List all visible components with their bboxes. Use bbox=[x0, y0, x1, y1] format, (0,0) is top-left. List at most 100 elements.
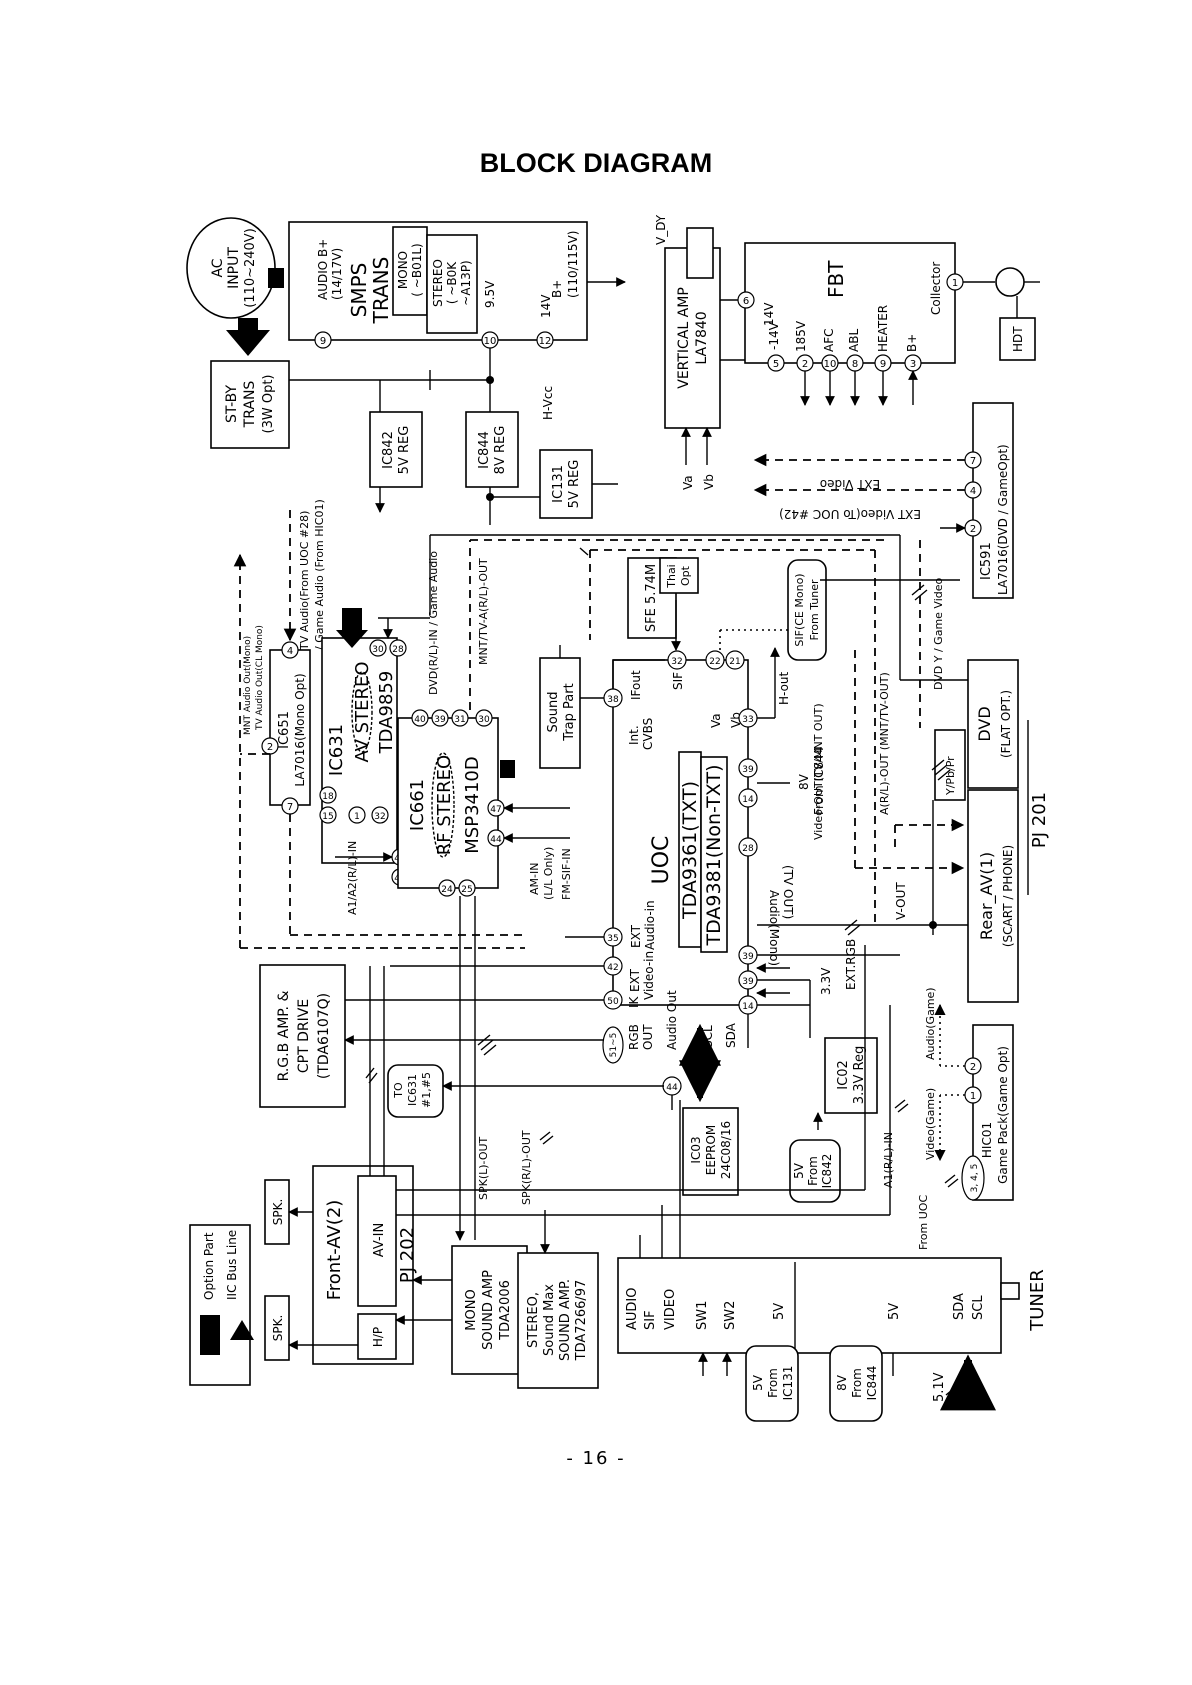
v5-from-ic842: 5V From IC842 bbox=[789, 1139, 841, 1203]
to-ic631: TO IC631 #1,#5 bbox=[387, 1064, 444, 1118]
a-rl-out-label: A(R/L)-OUT (MNT/TV-OUT) bbox=[878, 672, 891, 815]
ic651-label-2: LA7016(Mono Opt) bbox=[293, 673, 307, 786]
mnt-tv-a-label: MNT/TV-A(R/L)-OUT bbox=[477, 558, 490, 665]
mono-sound-amp: MONO SOUND AMP TDA2006 bbox=[451, 1245, 528, 1375]
ic591-label: IC591 bbox=[979, 542, 994, 580]
smps-mono: MONO bbox=[396, 251, 410, 289]
sif-ce-label: SIF(CE Mono) bbox=[793, 573, 806, 646]
svg-text:MONO: MONO bbox=[464, 1289, 479, 1330]
ic131-label: IC131 bbox=[551, 465, 566, 503]
svg-text:38: 38 bbox=[607, 695, 619, 705]
sif-ce-mono: SIF(CE Mono) From Tuner bbox=[787, 559, 827, 661]
ic842-regulator: IC842 5V REG bbox=[369, 411, 423, 488]
st-by-trans: ST-BY TRANS (3W Opt) bbox=[210, 360, 290, 449]
rgb-amp-label-3: (TDA6107Q) bbox=[316, 993, 332, 1079]
ac-input-label: AC bbox=[210, 258, 226, 277]
sound-trap-label: Sound bbox=[546, 692, 561, 733]
svg-text:39: 39 bbox=[742, 765, 754, 775]
st-by-label-2: TRANS bbox=[242, 381, 258, 429]
ic631-label-2: AV STEREO bbox=[352, 661, 373, 762]
svg-text:39: 39 bbox=[742, 977, 754, 987]
ic631-input-arrow-icon bbox=[336, 630, 368, 648]
svg-text:39: 39 bbox=[742, 952, 754, 962]
st-by-label: ST-BY bbox=[224, 385, 240, 424]
fbt-abl: ABL bbox=[847, 329, 861, 352]
fbt-heater: HEATER bbox=[876, 305, 890, 352]
smps-stereo-2: ( ~B0K bbox=[445, 261, 459, 304]
video-game-label: Video(Game) bbox=[924, 1088, 937, 1160]
speaker-2 bbox=[264, 1295, 290, 1361]
svg-text:33: 33 bbox=[742, 715, 753, 725]
hic01: HIC01 Game Pack(Game Opt) bbox=[972, 1024, 1014, 1201]
smps-label: SMPS bbox=[347, 263, 371, 318]
svg-text:IC03: IC03 bbox=[689, 1136, 703, 1163]
fbt-185v: 185V bbox=[794, 320, 808, 352]
v8-from-label: From IC844 bbox=[812, 747, 826, 815]
svg-text:VIDEO: VIDEO bbox=[663, 1289, 678, 1330]
rgb-label: RGB bbox=[627, 1024, 641, 1050]
svg-text:24C08/16: 24C08/16 bbox=[719, 1121, 733, 1179]
ic661-label-2: RF STEREO bbox=[434, 755, 455, 855]
svg-text:3: 3 bbox=[910, 359, 916, 370]
svg-text:TDA2006: TDA2006 bbox=[498, 1280, 513, 1341]
rgb-amp-label: R.G.B AMP. & bbox=[276, 991, 292, 1082]
ac-down-arrow-icon bbox=[226, 318, 270, 356]
svg-text:1: 1 bbox=[354, 812, 360, 822]
svg-text:SIF: SIF bbox=[643, 1310, 658, 1330]
audio-out-label: Audio Out bbox=[665, 990, 679, 1050]
uoc-label-3: TDA9381(Non-TXT) bbox=[703, 765, 725, 947]
bus-markers bbox=[365, 584, 962, 1401]
audio-game-label: Audio(Game) bbox=[924, 987, 937, 1060]
ext-video-label: EXT Video bbox=[820, 477, 880, 491]
ic131-label-2: 5V REG bbox=[567, 460, 582, 509]
rgb-amp-label-2: CPT DRIVE bbox=[296, 999, 312, 1073]
hvcc-label: H-Vcc bbox=[541, 386, 555, 420]
tv-audio-out-label: TV Audio Out(CL Mono) bbox=[255, 625, 265, 731]
svg-text:42: 42 bbox=[607, 963, 618, 973]
dvd-y-game-label: DVD Y / Game Video bbox=[932, 577, 945, 690]
svg-text:40: 40 bbox=[414, 715, 426, 725]
spk1-label: SPK. bbox=[271, 1199, 285, 1226]
pj201-label: PJ 201 bbox=[1029, 792, 1050, 848]
svg-text:39: 39 bbox=[434, 715, 446, 725]
ic842-label: IC842 bbox=[381, 431, 396, 469]
sound-trap-label-2: Trap Part bbox=[562, 683, 577, 741]
ic631: IC631 AV STEREO TDA9859 bbox=[321, 637, 398, 864]
svg-text:28: 28 bbox=[392, 645, 404, 655]
svg-text:50: 50 bbox=[607, 997, 619, 1007]
svg-text:44: 44 bbox=[490, 835, 502, 845]
tv-out-label: (TV OUT) bbox=[781, 865, 795, 919]
rgb-amp: R.G.B AMP. & CPT DRIVE (TDA6107Q) bbox=[259, 964, 346, 1108]
v95-label: 9.5V bbox=[483, 280, 497, 308]
svg-text:8V: 8V bbox=[835, 1374, 849, 1391]
svg-text:Front-AV(2): Front-AV(2) bbox=[324, 1200, 345, 1301]
v5-from-ic131: 5V From IC131 bbox=[745, 1345, 799, 1422]
v51-label: 5.1V bbox=[932, 1372, 947, 1402]
spk-l-out-label: SPK(L)-OUT bbox=[477, 1136, 490, 1200]
svg-text:10: 10 bbox=[824, 359, 837, 370]
svg-text:21: 21 bbox=[729, 657, 740, 667]
svg-text:#1,#5: #1,#5 bbox=[420, 1072, 433, 1108]
svg-text:5V: 5V bbox=[772, 1303, 787, 1320]
svg-text:SCL: SCL bbox=[971, 1295, 986, 1320]
svg-text:TUNER: TUNER bbox=[1027, 1269, 1048, 1332]
ic651: IC651 LA7016(Mono Opt) bbox=[269, 649, 311, 806]
svg-text:SOUND AMP.: SOUND AMP. bbox=[558, 1279, 573, 1361]
ic661-label: IC661 bbox=[407, 779, 428, 831]
tv-audio-uoc-label: TV Audio(From UOC #28) bbox=[298, 511, 311, 651]
v8-from-ic844: 8V From IC844 bbox=[829, 1345, 883, 1422]
vert-amp-label: VERTICAL AMP bbox=[676, 287, 692, 389]
dvd-game-audio-label: DVD(R/L)-IN / Game Audio bbox=[427, 551, 440, 695]
svg-text:IC631: IC631 bbox=[406, 1074, 419, 1106]
svg-text:30: 30 bbox=[372, 645, 384, 655]
vb-label: Vb bbox=[702, 474, 716, 490]
svg-text:4: 4 bbox=[970, 486, 976, 497]
ic631-label-3: TDA9859 bbox=[376, 671, 397, 755]
svg-text:2: 2 bbox=[970, 1062, 976, 1073]
svg-text:TO: TO bbox=[392, 1082, 405, 1099]
smps-mono-2: ( ~B01L) bbox=[410, 243, 424, 296]
va-label: Va bbox=[681, 475, 695, 490]
thai-label: Thai bbox=[665, 564, 678, 589]
tuner: TUNER AUDIO SIF VIDEO SW1 SW2 5V 5V SDA … bbox=[617, 1257, 1048, 1354]
